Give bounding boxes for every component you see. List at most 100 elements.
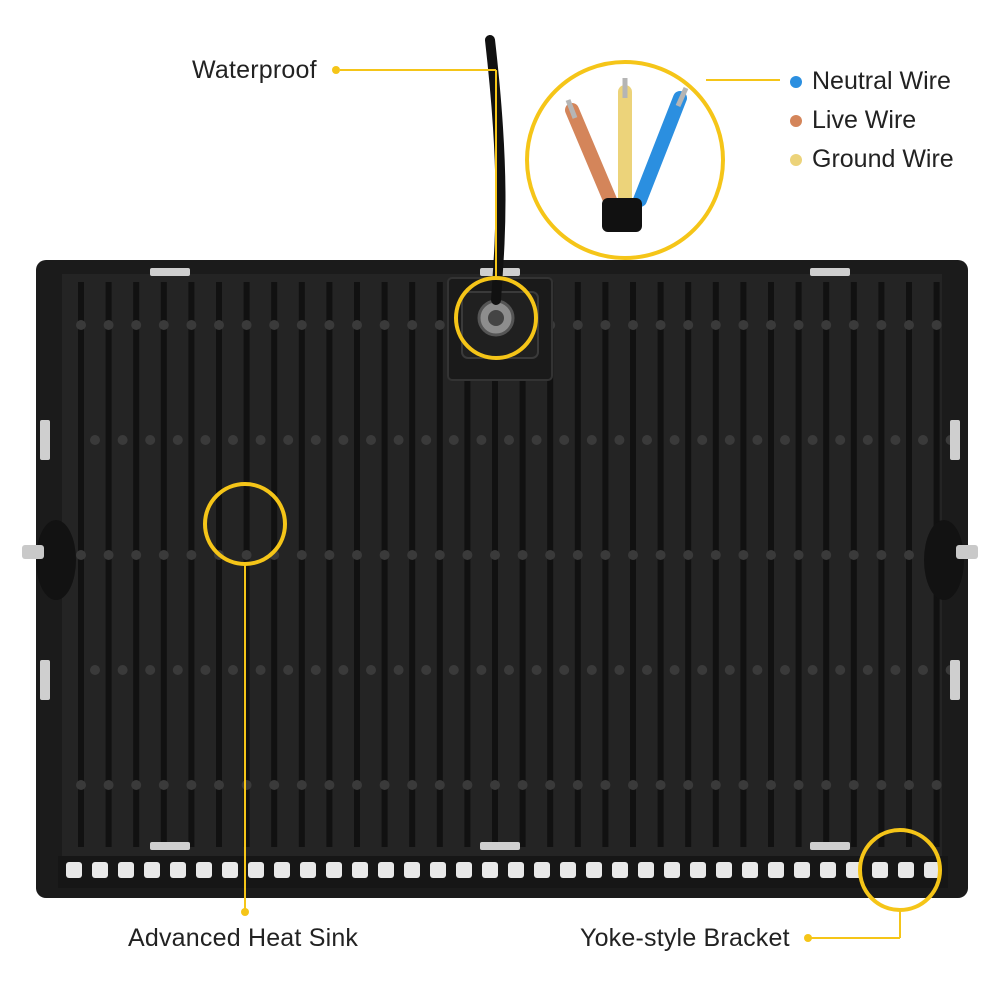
fin-bump: [821, 550, 832, 560]
fin: [657, 282, 664, 847]
fin-bump: [296, 320, 307, 330]
fin-bump: [793, 320, 804, 330]
fin-bump: [172, 435, 183, 445]
fin-bump: [310, 435, 321, 445]
vent-hole: [300, 862, 316, 878]
fin-bump: [931, 780, 942, 790]
fin-bump: [655, 550, 666, 560]
fin: [768, 282, 774, 847]
vent-hole: [924, 862, 940, 878]
vent-hole: [716, 862, 732, 878]
fin-bump: [200, 435, 211, 445]
fin-bump: [766, 550, 776, 560]
fin-bump: [504, 665, 514, 675]
fin-bump: [393, 435, 404, 445]
fin: [906, 282, 912, 847]
fin-bump: [807, 665, 818, 675]
vent-hole: [352, 862, 368, 878]
fin-bump: [145, 665, 156, 675]
vent-hole: [898, 862, 914, 878]
fin-bump: [186, 320, 197, 330]
fin-bump: [76, 320, 86, 330]
fin-bump: [517, 550, 528, 560]
legend-label: Live Wire: [812, 106, 917, 134]
fin-bump: [324, 550, 335, 560]
vent-hole: [664, 862, 680, 878]
fin-bump: [172, 665, 183, 675]
vent-hole: [196, 862, 212, 878]
legend-label: Neutral Wire: [812, 67, 951, 95]
fin-bump: [545, 780, 556, 790]
heat-sink-fins: [78, 282, 940, 847]
fin-bump: [434, 320, 445, 330]
fin-bump: [186, 550, 197, 560]
callout-lines: [203, 69, 942, 939]
fin-bump: [876, 550, 887, 560]
fin-bump: [448, 435, 459, 445]
fin-bump: [724, 435, 735, 445]
callout-dots: [241, 66, 812, 942]
fin-bump: [904, 780, 914, 790]
vent-hole: [872, 862, 888, 878]
fin-bump: [710, 780, 721, 790]
fin-bump: [848, 320, 859, 330]
fin-bump: [642, 665, 652, 675]
fin-bump: [780, 435, 790, 445]
fin-bump: [241, 320, 252, 330]
fin-bump: [724, 665, 735, 675]
fin-bump: [697, 665, 708, 675]
fin-bump: [366, 435, 376, 445]
fin-bump: [572, 320, 583, 330]
fin-bump: [103, 320, 114, 330]
fin-bump: [407, 320, 418, 330]
vent-hole: [118, 862, 134, 878]
fin: [712, 282, 719, 847]
fin-bump: [352, 550, 362, 560]
fin: [464, 282, 471, 847]
fin-bump: [669, 435, 680, 445]
fin-bump: [572, 550, 583, 560]
fin-bump: [876, 320, 887, 330]
fin: [795, 282, 802, 847]
fin-bump: [614, 435, 625, 445]
fin-bump: [848, 550, 859, 560]
fin-bump: [904, 320, 914, 330]
fin-bump: [780, 665, 790, 675]
fin-bump: [862, 435, 873, 445]
vent-hole: [326, 862, 342, 878]
wire-legend: Neutral Wire Live Wire Ground Wire: [790, 62, 954, 179]
callout-heat-sink: Advanced Heat Sink: [128, 924, 359, 952]
fin-bump: [255, 665, 266, 675]
legend-item-neutral: Neutral Wire: [790, 62, 954, 101]
fin-bump: [145, 435, 156, 445]
vent-hole: [482, 862, 498, 878]
fin-bump: [158, 780, 169, 790]
fin-bump: [628, 320, 638, 330]
legend-label: Ground Wire: [812, 145, 954, 173]
fin-bump: [683, 780, 694, 790]
legend-item-live: Live Wire: [790, 101, 954, 140]
fin-bump: [214, 780, 224, 790]
fin-bump: [655, 780, 666, 790]
fin: [574, 282, 581, 847]
fin: [492, 282, 498, 847]
fin-bump: [697, 435, 708, 445]
fin-bump: [766, 320, 776, 330]
fin-bump: [655, 320, 666, 330]
fin: [298, 282, 305, 847]
fin-bump: [890, 435, 901, 445]
fin-bump: [904, 550, 914, 560]
fin-bump: [269, 320, 280, 330]
fin-bump: [835, 665, 846, 675]
fin-bump: [642, 435, 652, 445]
vent-holes: [66, 862, 940, 878]
fin-bump: [462, 550, 473, 560]
fin-bump: [228, 435, 238, 445]
fin-bump: [338, 435, 349, 445]
fin-bump: [476, 435, 487, 445]
fin-bump: [158, 320, 169, 330]
vent-hole: [820, 862, 836, 878]
fin-bump: [835, 435, 846, 445]
fin-bump: [131, 780, 142, 790]
